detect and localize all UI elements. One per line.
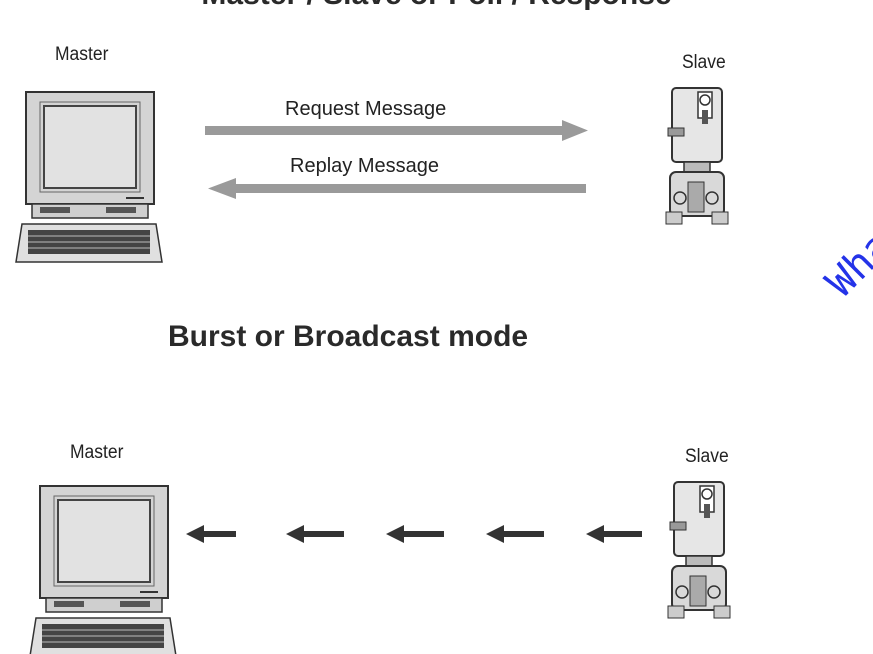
- bottom-slave-transmitter-icon: [667, 481, 731, 619]
- bottom-master-label: Master: [70, 442, 124, 463]
- top-master-label: Master: [55, 44, 109, 65]
- bottom-slave-label: Slave: [685, 446, 729, 467]
- request-arrow-icon: [205, 120, 588, 141]
- burst-arrow-icon: [386, 525, 444, 543]
- top-title: Master / Slave or Poll / Response: [0, 0, 873, 12]
- burst-arrow-icon: [286, 525, 344, 543]
- bottom-master-computer-icon: [29, 485, 177, 654]
- burst-arrow-icon: [486, 525, 544, 543]
- burst-arrow-icon: [186, 525, 236, 543]
- request-message-label: Request Message: [285, 98, 447, 120]
- top-slave-label: Slave: [682, 52, 726, 73]
- burst-arrow-icon: [586, 525, 642, 543]
- reply-arrow-icon: [208, 178, 586, 199]
- reply-message-label: Replay Message: [290, 155, 439, 177]
- middle-title: Burst or Broadcast mode: [168, 320, 529, 353]
- top-master-computer-icon: [15, 91, 163, 263]
- top-slave-transmitter-icon: [665, 87, 729, 225]
